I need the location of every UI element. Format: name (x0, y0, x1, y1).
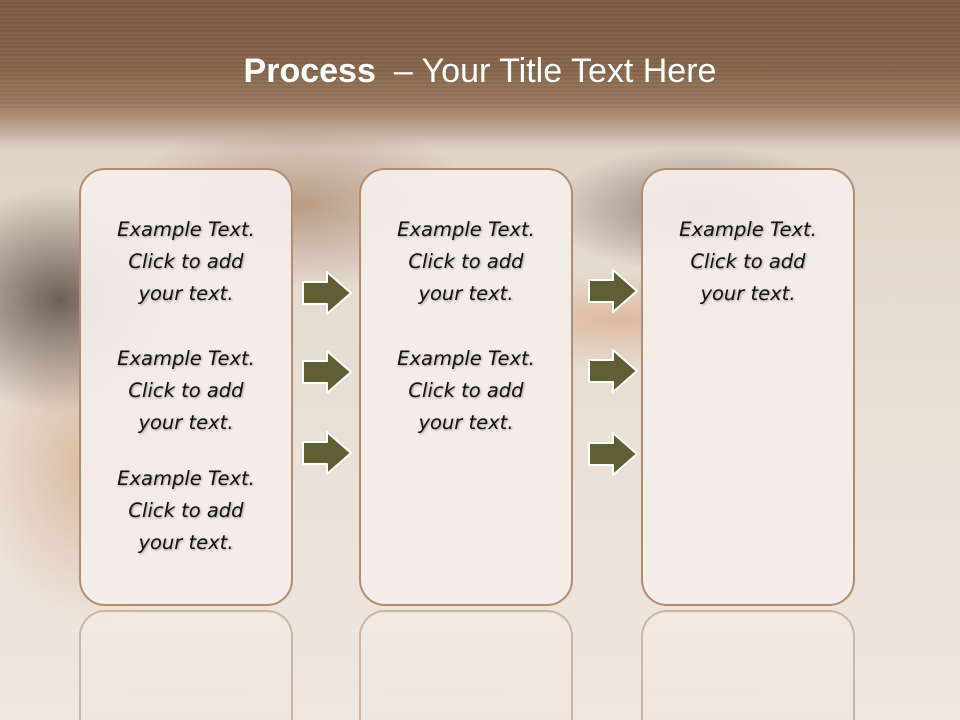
text-line: Click to add (408, 250, 524, 273)
text-line: Example Text. (397, 218, 535, 241)
text-line: Example Text. (397, 347, 535, 370)
text-line: Example Text. (117, 347, 255, 370)
header-texture (0, 0, 960, 110)
process-box-1-reflection (79, 610, 293, 720)
right-arrow-icon[interactable] (301, 430, 353, 476)
process-box-3-reflection (641, 610, 855, 720)
text-line: Example Text. (679, 218, 817, 241)
text-block[interactable]: Example Text. Click to add your text. (81, 343, 291, 439)
process-box-3[interactable]: Example Text. Click to add your text. (641, 168, 855, 606)
text-line: Example Text. (117, 218, 255, 241)
text-line: your text. (418, 282, 514, 305)
right-arrow-icon[interactable] (587, 431, 639, 477)
header-band (0, 0, 960, 150)
text-block[interactable]: Example Text. Click to add your text. (643, 214, 853, 310)
title-rest: – Your Title Text Here (393, 52, 717, 90)
text-line: your text. (138, 531, 234, 554)
text-line: your text. (700, 282, 796, 305)
slide-title[interactable]: Process – Your Title Text Here (0, 52, 960, 91)
text-line: Example Text. (117, 467, 255, 490)
text-block[interactable]: Example Text. Click to add your text. (81, 214, 291, 310)
text-line: Click to add (408, 379, 524, 402)
text-block[interactable]: Example Text. Click to add your text. (361, 343, 571, 439)
text-line: your text. (418, 411, 514, 434)
text-line: Click to add (128, 499, 244, 522)
text-block[interactable]: Example Text. Click to add your text. (361, 214, 571, 310)
text-line: your text. (138, 282, 234, 305)
right-arrow-icon[interactable] (301, 349, 353, 395)
process-box-2[interactable]: Example Text. Click to add your text. Ex… (359, 168, 573, 606)
text-line: Click to add (128, 250, 244, 273)
right-arrow-icon[interactable] (301, 270, 353, 316)
right-arrow-icon[interactable] (587, 348, 639, 394)
text-line: your text. (138, 411, 234, 434)
right-arrow-icon[interactable] (587, 268, 639, 314)
text-line: Click to add (128, 379, 244, 402)
process-box-1[interactable]: Example Text. Click to add your text. Ex… (79, 168, 293, 606)
title-bold: Process (243, 52, 376, 90)
process-box-2-reflection (359, 610, 573, 720)
text-line: Click to add (690, 250, 806, 273)
text-block[interactable]: Example Text. Click to add your text. (81, 463, 291, 559)
